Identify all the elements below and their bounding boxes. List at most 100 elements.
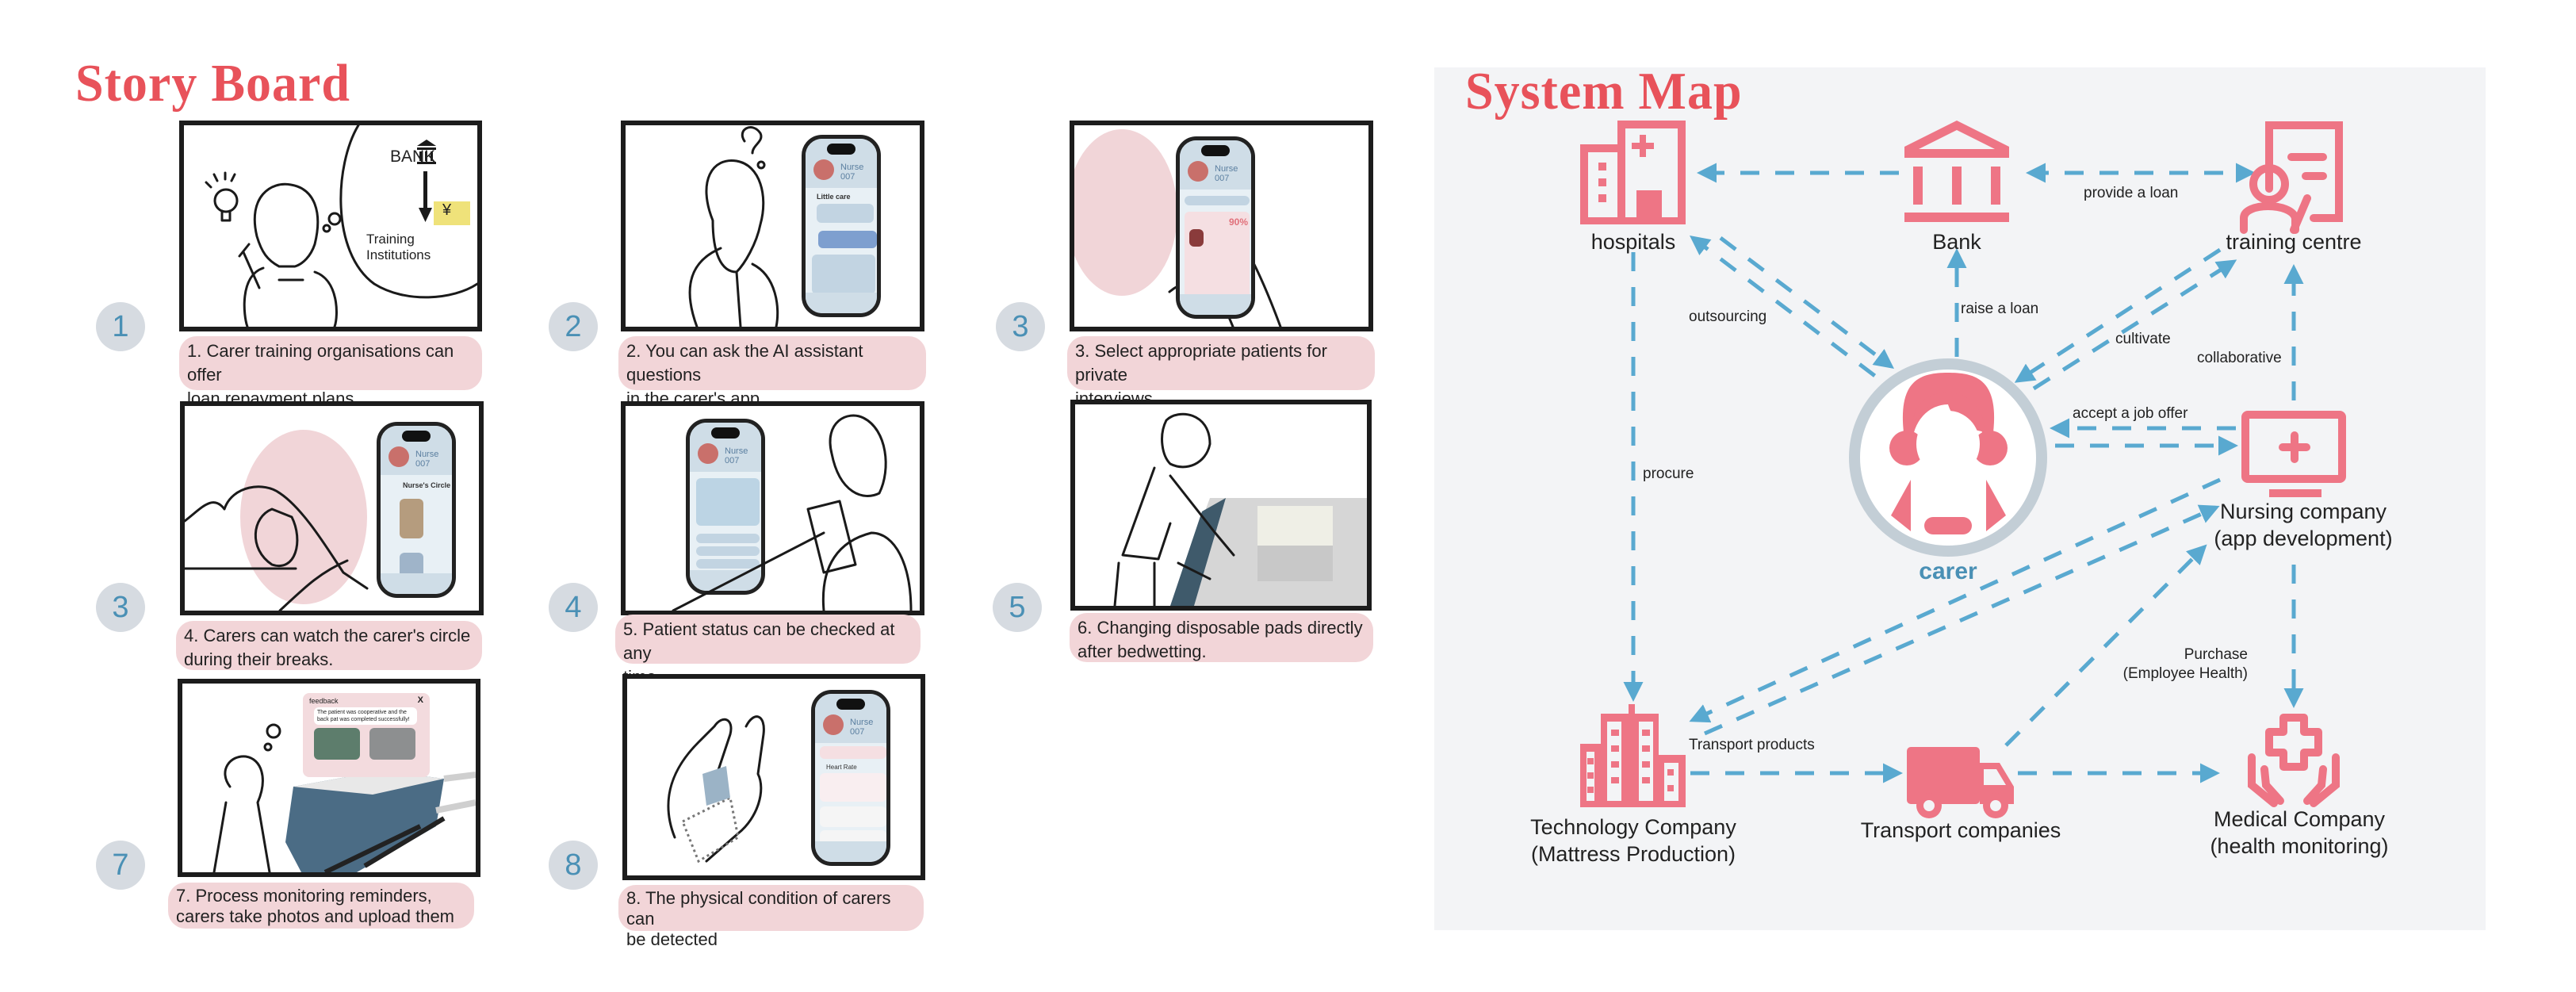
screen-title: Nurse's Circle [403,481,451,489]
monitor-medical-icon [2241,411,2346,497]
storyboard-caption-8: 8. The physical condition of carers can … [618,885,924,949]
caption-line: 6. Changing disposable pads directly [1077,618,1363,638]
edge-label-transport-products: Transport products [1689,737,1815,753]
system-map-title: System Map [1465,61,1743,121]
metric-label: Heart Rate [826,764,857,771]
caption-line: be detected [626,929,718,949]
edge-label-accept-job-offer: accept a job offer [2073,405,2188,422]
step-number-badge: 2 [549,302,598,351]
scene-wearable-glove [667,715,765,864]
office-building-icon [1580,704,1686,807]
step-number-badge: 4 [549,583,598,632]
assistant-name: Little care [817,193,851,201]
scene-changing-pads [1113,412,1367,606]
edge-outsourcing-a [1690,235,1881,381]
caption-line: 1. Carer training organisations can offe… [187,341,454,385]
app-username: Nurse 007 [850,718,874,737]
storyboard-panel-3: Nurse 007 90% [1070,121,1373,331]
edge-tech-to-nursing-b [1703,504,2220,736]
node-label-hospitals: hospitals [1590,230,1676,254]
storyboard-caption-4: 4. Carers can watch the carer's circle d… [176,621,482,670]
edge-label-purchase: Purchase (Employee Health) [2113,645,2248,684]
training-institutions-label: Training Institutions [366,232,431,262]
lightbulb-icon [213,188,239,213]
question-mark-icon [741,126,763,155]
label-line: Medical Company [2213,807,2386,831]
phone-mockup: Nurse 007 Nurse's Circle [377,422,456,598]
currency-symbol: ¥ [442,201,452,219]
edge-cultivate-a [2014,247,2222,383]
label-line: (Employee Health) [2122,665,2248,682]
storyboard-title: Story Board [75,53,350,113]
scene-carer-questioning [688,126,779,327]
scene-carer-checking-phone [672,414,913,611]
node-label-transport-companies: Transport companies [1860,818,2061,842]
node-label-training-centre: training centre [2226,230,2362,254]
label-line: (app development) [2214,527,2393,550]
popup-message: The patient was cooperative and the back… [314,707,417,725]
storyboard-panel-5: Nurse 007 [621,401,924,615]
storyboard-panel-8: Nurse 007 Heart Rate [622,674,925,880]
caption-line: 8. The physical condition of carers can [626,888,891,929]
edge-cultivate-b [2032,259,2237,391]
uploaded-photo [314,728,360,760]
scene-carer-resting [185,430,369,611]
storyboard-caption-7: 7. Process monitoring reminders, carers … [168,883,474,929]
training-certificate-icon [2240,121,2343,234]
storyboard-caption-3: 3. Select appropriate patients for priva… [1067,336,1375,408]
node-label-bank: Bank [1932,230,1981,254]
match-percent: 90% [1229,216,1249,228]
caption-line: after bedwetting. [1077,642,1207,661]
phone-mockup: Nurse 007 Heart Rate [811,690,890,866]
close-icon[interactable]: X [417,695,423,705]
edge-label-provide-loan: provide a loan [2084,185,2179,201]
step-number-badge: 3 [996,302,1045,351]
caption-line: 3. Select appropriate patients for priva… [1075,341,1327,385]
edge-nursing-to-tech-a [1689,477,2222,723]
node-label-nursing-company: Nursing company (app development) [2214,498,2392,552]
storyboard-caption-5: 5. Patient status can be checked at any … [615,615,921,687]
bank-icon [417,140,436,164]
app-username: Nurse 007 [1215,164,1238,183]
label-line: (Mattress Production) [1530,842,1736,866]
person-head-outline [253,182,320,268]
phone-mockup: Nurse 007 Little care [802,135,881,317]
edge-outsourcing-b [1719,236,1894,370]
step-number-badge: 1 [96,302,145,351]
edge-label-outsourcing: outsourcing [1689,308,1767,325]
caption-line: during their breaks. [184,649,334,669]
caption-line: 4. Carers can watch the carer's circle [184,626,471,645]
storyboard-panel-4: Nurse 007 Nurse's Circle [180,401,484,615]
edge-label-collaborative: collaborative [2197,350,2282,366]
app-username: Nurse 007 [725,446,748,465]
caption-line: carers take photos and upload them [176,906,455,926]
carer-avatar-icon [1849,358,2047,557]
label-line: Technology Company [1530,815,1736,839]
node-label-technology-company: Technology Company (Mattress Production) [1530,814,1736,868]
storyboard-panel-6 [1070,400,1372,611]
storyboard-panel-2: Nurse 007 Little care [621,121,924,331]
edge-label-procure: procure [1643,465,1694,482]
hands-medical-cross-icon [2248,714,2340,807]
app-username: Nurse 007 [415,450,439,469]
storyboard-caption-1: 1. Carer training organisations can offe… [179,336,482,408]
node-label-medical-company: Medical Company (health monitoring) [2210,806,2388,860]
storyboard-panel-7: feedback X The patient was cooperative a… [178,679,480,877]
label-line: (health monitoring) [2210,834,2389,858]
popup-title: feedback [309,697,339,705]
storyboard-panel-1: BANK ¥ Training Institutions [179,121,482,331]
step-number-badge: 3 [96,583,145,632]
phone-mockup: Nurse 007 [686,419,765,595]
caption-line: 7. Process monitoring reminders, [176,886,432,906]
phone-mockup: Nurse 007 90% [1176,136,1255,319]
edge-label-cultivate: cultivate [2115,331,2171,347]
step-number-badge: 5 [993,583,1042,632]
uploaded-photo [369,728,415,760]
hospital-icon [1580,121,1686,224]
edge-label-raise-loan: raise a loan [1961,301,2039,317]
edge-purchase-employee-health [2004,544,2207,747]
caption-line: 2. You can ask the AI assistant question… [626,341,863,385]
money-tag [434,201,470,225]
bank-label: BANK [390,147,436,166]
